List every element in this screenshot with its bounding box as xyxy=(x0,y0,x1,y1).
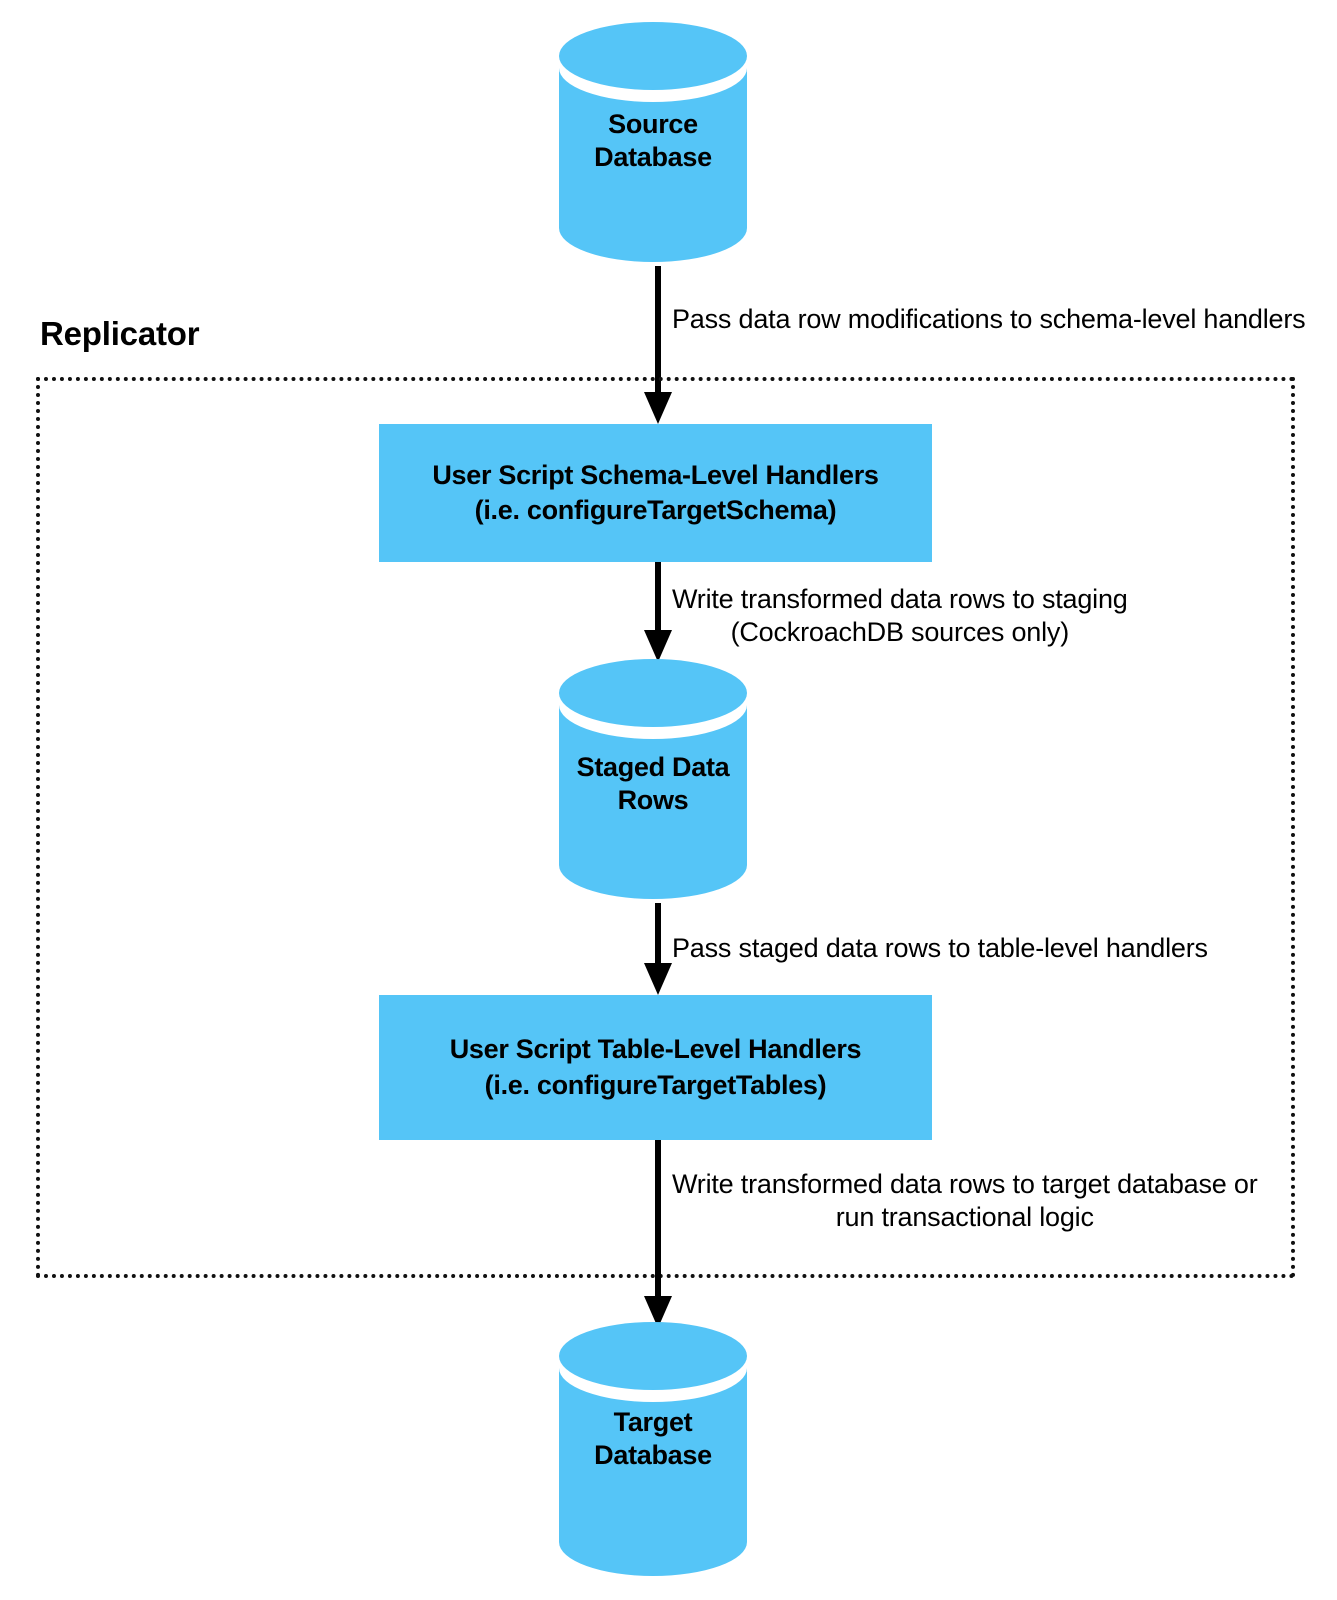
cylinder-shape xyxy=(559,22,747,262)
edge-staging-to-table-handlers-label: Pass staged data rows to table-level han… xyxy=(672,932,1208,965)
replicator-container-label: Replicator xyxy=(40,315,200,352)
edge-label-line: (CockroachDB sources only) xyxy=(730,616,1070,647)
cylinder-shape xyxy=(559,1322,747,1576)
node-label-line: Database xyxy=(594,1440,712,1471)
node-staged-data-rows: Staged Data Rows xyxy=(557,655,749,903)
edge-schema-handlers-to-staging-arrow xyxy=(640,562,676,662)
node-table-level-handlers: User Script Table-Level Handlers (i.e. c… xyxy=(379,995,932,1140)
node-schema-level-handlers: User Script Schema-Level Handlers (i.e. … xyxy=(379,424,932,562)
edge-label-line: Pass data row modifications to schema-le… xyxy=(672,304,1306,334)
edge-table-handlers-to-target-arrow xyxy=(640,1140,676,1328)
edge-staging-to-table-handlers-arrow xyxy=(640,903,676,995)
cylinder-shape xyxy=(559,659,747,899)
node-label-line: Target xyxy=(613,1407,693,1437)
node-staged-data-rows-label: Staged Data Rows xyxy=(557,751,749,818)
edge-label-line: run transactional logic xyxy=(835,1201,1094,1232)
node-target-database: Target Database xyxy=(557,1318,749,1580)
node-label-line: Database xyxy=(594,142,712,173)
node-label-line: User Script Schema-Level Handlers xyxy=(432,459,879,490)
node-source-database: Source Database xyxy=(557,18,749,266)
node-label-line: Staged Data xyxy=(576,752,730,782)
replicator-container xyxy=(36,377,1295,1278)
edge-label-line: Pass staged data rows to table-level han… xyxy=(672,933,1208,963)
node-label-line: (i.e. configureTargetTables) xyxy=(484,1069,827,1100)
edge-label-line: Write transformed data rows to staging xyxy=(672,584,1128,614)
node-label-line: Rows xyxy=(617,785,689,816)
edge-table-handlers-to-target-label: Write transformed data rows to target da… xyxy=(672,1168,1258,1234)
node-source-database-label: Source Database xyxy=(557,108,749,175)
node-label-line: User Script Table-Level Handlers xyxy=(449,1034,862,1065)
node-schema-level-handlers-label: User Script Schema-Level Handlers (i.e. … xyxy=(422,458,888,528)
node-table-level-handlers-label: User Script Table-Level Handlers (i.e. c… xyxy=(440,1032,872,1102)
edge-schema-handlers-to-staging-label: Write transformed data rows to staging (… xyxy=(672,583,1128,649)
node-target-database-label: Target Database xyxy=(557,1406,749,1473)
edge-label-line: Write transformed data rows to target da… xyxy=(672,1169,1258,1199)
edge-source-to-schema-handlers-label: Pass data row modifications to schema-le… xyxy=(672,303,1306,336)
node-label-line: (i.e. configureTargetSchema) xyxy=(474,495,837,525)
node-label-line: Source xyxy=(608,109,698,139)
